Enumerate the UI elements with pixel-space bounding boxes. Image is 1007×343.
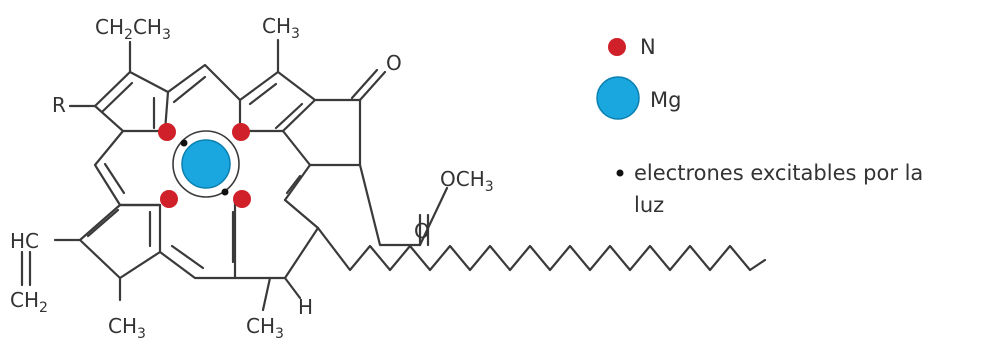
legend-electron-label-line2: luz — [634, 193, 664, 217]
vinyl-hc-label: HC — [10, 229, 39, 253]
vinyl-ch2-label: CH2 — [10, 288, 48, 316]
excitable-electron — [180, 139, 188, 147]
legend-nitrogen-label: N — [640, 35, 656, 59]
legend-nitrogen-swatch — [608, 38, 626, 56]
nitrogen-atom — [160, 190, 178, 208]
carbonyl-oxygen-label: O — [386, 51, 402, 75]
legend-magnesium-label: Mg — [650, 88, 681, 112]
legend-electron-label-line1: electrones excitables por la — [634, 161, 923, 185]
ethyl-group-label: CH2CH3 — [95, 15, 171, 43]
methyl-bottom-mid-label: CH3 — [246, 314, 284, 342]
ring-bonds — [20, 38, 767, 312]
ester-oxygen-label: O — [414, 219, 430, 243]
atom-labels: CH2CH3 CH3 R O OCH3 O HC CH2 CH3 CH3 H — [10, 14, 494, 342]
nitrogen-atom — [158, 123, 176, 141]
methyl-top-label: CH3 — [262, 14, 300, 42]
excitable-electron — [221, 188, 229, 196]
legend-magnesium-swatch — [596, 76, 640, 120]
electron-orbit — [172, 130, 240, 198]
ester-methoxy-label: OCH3 — [440, 167, 494, 195]
magnesium-atom — [181, 139, 231, 189]
legend-electron-swatch — [616, 169, 624, 177]
r-group-label: R — [52, 93, 66, 117]
hydrogen-label: H — [298, 295, 313, 319]
nitrogen-atom — [232, 123, 250, 141]
legend: N Mg electrones excitables por la luz — [596, 35, 923, 217]
atoms — [158, 123, 251, 208]
methyl-bottom-left-label: CH3 — [108, 314, 146, 342]
nitrogen-atom — [233, 190, 251, 208]
